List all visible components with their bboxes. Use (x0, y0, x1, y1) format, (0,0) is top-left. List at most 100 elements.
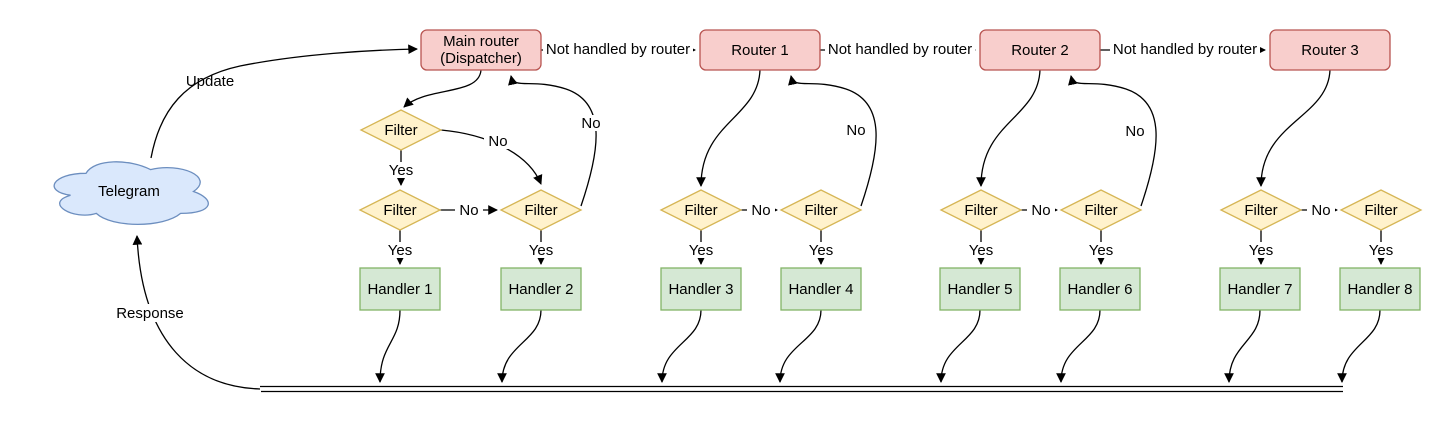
telegram-cloud: Telegram (53, 161, 209, 225)
edge-handler5-to-bus (936, 309, 981, 383)
edge-update (150, 44, 418, 159)
filter-diamond-router2-left: Filter (939, 189, 1023, 231)
update-label: Update (186, 73, 234, 90)
cloud-shape (53, 161, 209, 225)
no-label-bg (1121, 123, 1149, 139)
filter-shape (1339, 189, 1423, 231)
filter-diamond-router3-right: Filter (1339, 189, 1423, 231)
no-label-top-filter: No (488, 133, 507, 150)
edge-router1-loop-no (788, 75, 877, 207)
no-label-bg (747, 202, 775, 218)
handler-3-label: Handler 3 (668, 281, 733, 298)
edge-handler4-to-bus (775, 309, 822, 383)
yes-label-handler-7: Yes (1249, 242, 1273, 259)
not-handled-label-1: Not handled by router (546, 41, 690, 58)
yes-label-handler-6: Yes (1089, 242, 1113, 259)
main-router-label-line1: Main router (443, 33, 519, 50)
filter-shape (499, 189, 583, 231)
filter-label: Filter (1084, 202, 1117, 219)
filter-label: Filter (1244, 202, 1277, 219)
no-label-main-loop: No (581, 115, 600, 132)
handler-4-node: Handler 4 (780, 267, 862, 311)
router-3-box (1269, 29, 1391, 71)
edge-router2-loop-no (1068, 75, 1157, 207)
yes-label-bg (526, 242, 556, 258)
no-label-router1-filters: No (751, 202, 770, 219)
filter-shape (659, 189, 743, 231)
no-label-router3-filters: No (1311, 202, 1330, 219)
yes-label-handler-4: Yes (809, 242, 833, 259)
filter-shape (1059, 189, 1143, 231)
filter-diamond-main-top: Filter (359, 109, 443, 151)
yes-label-handler-3: Yes (689, 242, 713, 259)
filter-label: Filter (964, 202, 997, 219)
filter-shape (939, 189, 1023, 231)
handler-2-node: Handler 2 (500, 267, 582, 311)
filter-label: Filter (383, 202, 416, 219)
edge-handler8-to-bus (1337, 309, 1381, 383)
no-label-bg (1027, 202, 1055, 218)
handler-5-label: Handler 5 (947, 281, 1012, 298)
main-router-box (420, 29, 542, 71)
edge-handler3-to-bus (657, 309, 702, 383)
no-label-main-filters: No (459, 202, 478, 219)
handler-6-box (1059, 267, 1141, 311)
handler-8-node: Handler 8 (1339, 267, 1421, 311)
handler-2-box (500, 267, 582, 311)
yes-label-bg (966, 242, 996, 258)
main-router-label-line2: (Dispatcher) (440, 50, 522, 67)
router-1-label: Router 1 (731, 42, 789, 59)
handler-5-node: Handler 5 (939, 267, 1021, 311)
yes-label-handler-5: Yes (969, 242, 993, 259)
no-label-bg (455, 202, 483, 218)
response-label-bg (112, 304, 188, 322)
handler-7-node: Handler 7 (1219, 267, 1301, 311)
router-3-node: Router 3 (1269, 29, 1391, 71)
edge-handler6-to-bus (1056, 309, 1101, 383)
edges (132, 44, 1386, 393)
edge-response (132, 235, 261, 390)
filter-shape (779, 189, 863, 231)
router-2-node: Router 2 (979, 29, 1101, 71)
yes-label-bg (386, 162, 416, 178)
not-handled-label-bg-2 (825, 41, 975, 58)
handler-3-node: Handler 3 (660, 267, 742, 311)
router-2-box (979, 29, 1101, 71)
no-label-router2-loop: No (1125, 123, 1144, 140)
filter-label: Filter (384, 122, 417, 139)
filter-diamond-main-left: Filter (358, 189, 442, 231)
main-router-node: Main router (Dispatcher) (420, 29, 542, 71)
no-label-bg (1307, 202, 1335, 218)
yes-label-handler-2: Yes (529, 242, 553, 259)
yes-label-bg (1086, 242, 1116, 258)
no-label-bg (842, 122, 870, 138)
telegram-label: Telegram (98, 183, 160, 200)
not-handled-label-2: Not handled by router (828, 41, 972, 58)
filter-label: Filter (804, 202, 837, 219)
yes-label-bg (385, 242, 415, 258)
edge-router2-to-filter (976, 69, 1041, 187)
yes-label-bg (686, 242, 716, 258)
no-label-router1-loop: No (846, 122, 865, 139)
yes-label-handler-1: Yes (388, 242, 412, 259)
filter-label: Filter (684, 202, 717, 219)
handler-3-box (660, 267, 742, 311)
filter-shape (359, 109, 443, 151)
filter-diamond-router2-right: Filter (1059, 189, 1143, 231)
yes-label-handler-8: Yes (1369, 242, 1393, 259)
handler-5-box (939, 267, 1021, 311)
filter-diamond-router1-left: Filter (659, 189, 743, 231)
yes-label-top-filter: Yes (389, 162, 413, 179)
handler-1-label: Handler 1 (367, 281, 432, 298)
no-label-router2-filters: No (1031, 202, 1050, 219)
handler-4-box (780, 267, 862, 311)
handler-7-label: Handler 7 (1227, 281, 1292, 298)
filter-diamond-main-right: Filter (499, 189, 583, 231)
response-label: Response (116, 305, 184, 322)
handler-8-box (1339, 267, 1421, 311)
not-handled-label-3: Not handled by router (1113, 41, 1257, 58)
handler-8-label: Handler 8 (1347, 281, 1412, 298)
filter-label: Filter (1364, 202, 1397, 219)
